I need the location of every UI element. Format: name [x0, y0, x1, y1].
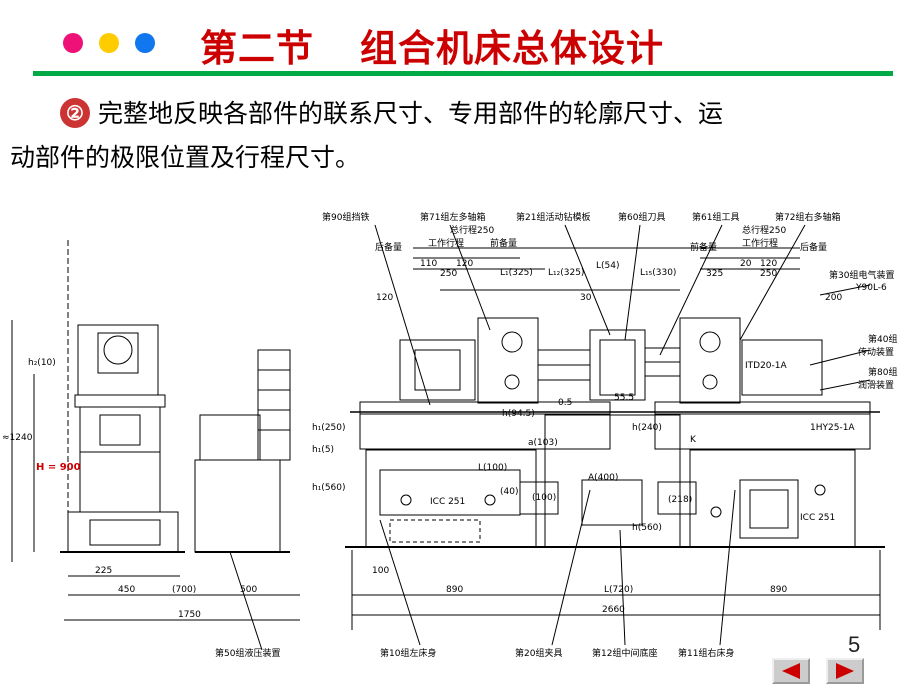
dim-218: (218) — [668, 495, 692, 505]
dim-120-left: 120 — [456, 259, 473, 269]
decor-dot-blue — [135, 33, 155, 53]
stroke-total-right: 总行程250 — [742, 224, 786, 236]
callout-hydraulic: 第50组液压装置 — [215, 647, 280, 659]
dim-890-right: 890 — [770, 585, 787, 595]
dim-450: 450 — [118, 585, 135, 595]
dim-700: (700) — [172, 585, 196, 595]
dim-1750: 1750 — [178, 610, 201, 620]
machine-tool-drawing: 第90组挡铁 第71组左多轴箱 第21组活动钻模板 第60组刀具 第61组工具 … — [2, 211, 897, 659]
dim-325: 325 — [706, 269, 723, 279]
callout-stop: 第90组挡铁 — [322, 211, 369, 223]
label-icc-left: ICC 251 — [430, 497, 465, 507]
body-paragraph: ② 完整地反映各部件的联系尺寸、专用部件的轮廓尺寸、运 动部件的极限位置及行程尺寸… — [10, 92, 890, 180]
dim-h240: h(240) — [632, 423, 662, 433]
callout-left-bed: 第10组左床身 — [380, 647, 436, 659]
dim-L12: L₁₂(325) — [548, 268, 584, 278]
item-number-badge: ② — [60, 98, 90, 128]
dim-h560: h(560) — [632, 523, 662, 533]
dim-h1-560: h₁(560) — [312, 483, 346, 493]
callout-lube-a: 第80组 — [868, 366, 897, 378]
dim-a103: a(103) — [528, 438, 558, 448]
dim-L100: L(100) — [478, 463, 507, 473]
dim-2660: 2660 — [602, 605, 625, 615]
callout-electric: 第30组电气装置 — [829, 269, 894, 281]
dim-L720: L(720) — [604, 585, 633, 595]
dim-890-left: 890 — [446, 585, 463, 595]
title-rule — [33, 71, 893, 76]
dim-100-box: (100) — [532, 493, 556, 503]
callout-motor: Y90L-6 — [855, 283, 887, 293]
stroke-rear-right: 后备量 — [800, 241, 827, 253]
dim-L15: L₁₅(330) — [640, 268, 676, 278]
side-view — [11, 240, 300, 651]
dim-H900: H = 900 — [36, 462, 81, 473]
title-section: 第二节 — [200, 26, 314, 70]
callout-right-head: 第72组右多轴箱 — [775, 211, 840, 223]
label-icc-right: ICC 251 — [800, 513, 835, 523]
dim-40: (40) — [500, 487, 518, 497]
dim-200: 200 — [825, 293, 842, 303]
callout-cutter: 第60组刀具 — [618, 211, 665, 223]
dim-250-right: 250 — [760, 269, 777, 279]
callout-drive-a: 第40组 — [868, 333, 897, 345]
dim-250-left: 250 — [440, 269, 457, 279]
callout-drive-b: 传动装置 — [858, 346, 894, 358]
decor-dot-pink — [63, 33, 83, 53]
dim-55: 55.5 — [614, 393, 634, 403]
dim-A400: A(400) — [588, 473, 618, 483]
callout-mid-base: 第12组中间底座 — [592, 647, 657, 659]
callout-fixture: 第20组夹具 — [515, 647, 562, 659]
dim-120-right: 120 — [760, 259, 777, 269]
body-line-2: 动部件的极限位置及行程尺寸。 — [10, 143, 361, 172]
dim-120: 120 — [376, 293, 393, 303]
arrow-right-icon — [836, 663, 854, 679]
title-topic: 组合机床总体设计 — [360, 26, 664, 70]
dim-225: 225 — [95, 566, 112, 576]
dim-h1-250: h₁(250) — [312, 423, 346, 433]
drawing-labels: 第90组挡铁 第71组左多轴箱 第21组活动钻模板 第60组刀具 第61组工具 … — [2, 211, 897, 659]
stroke-work-right: 工作行程 — [742, 237, 778, 249]
slide-title: 第二节 组合机床总体设计 — [200, 18, 664, 72]
arrow-left-icon — [782, 663, 800, 679]
dim-500: 500 — [240, 585, 257, 595]
callout-lube-b: 润滑装置 — [858, 379, 894, 391]
dim-30: 30 — [580, 293, 592, 303]
dim-100: 100 — [372, 566, 389, 576]
stroke-total-left: 总行程250 — [450, 224, 494, 236]
dim-h94: h(94.5) — [502, 409, 535, 419]
callout-right-bed: 第11组右床身 — [678, 647, 734, 659]
stroke-front-right: 前备量 — [690, 241, 717, 253]
callout-tool: 第61组工具 — [692, 211, 739, 223]
stroke-work-left: 工作行程 — [428, 237, 464, 249]
label-k: K — [690, 435, 697, 445]
next-slide-button[interactable] — [826, 658, 864, 684]
page-number: 5 — [848, 632, 861, 657]
label-1hy: 1HY25-1A — [810, 423, 855, 433]
dim-L1: L₁(325) — [500, 268, 533, 278]
stroke-front-left: 前备量 — [490, 237, 517, 249]
callout-left-head: 第71组左多轴箱 — [420, 211, 485, 223]
dim-1240: ≈1240 — [2, 433, 33, 443]
prev-slide-button[interactable] — [772, 658, 810, 684]
dim-L54: L(54) — [596, 261, 620, 271]
dim-110: 110 — [420, 259, 437, 269]
decor-dot-yellow — [99, 33, 119, 53]
dim-h1-5: h₁(5) — [312, 445, 334, 455]
dim-h2: h₂(10) — [28, 358, 56, 368]
body-line-1: 完整地反映各部件的联系尺寸、专用部件的轮廓尺寸、运 — [98, 99, 724, 128]
dim-20: 20 — [740, 259, 752, 269]
dim-05: 0.5 — [558, 398, 572, 408]
stroke-rear-left: 后备量 — [375, 241, 402, 253]
callout-jig-plate: 第21组活动钻模板 — [516, 211, 590, 223]
front-view — [345, 224, 885, 646]
label-itd: ITD20-1A — [745, 361, 788, 371]
